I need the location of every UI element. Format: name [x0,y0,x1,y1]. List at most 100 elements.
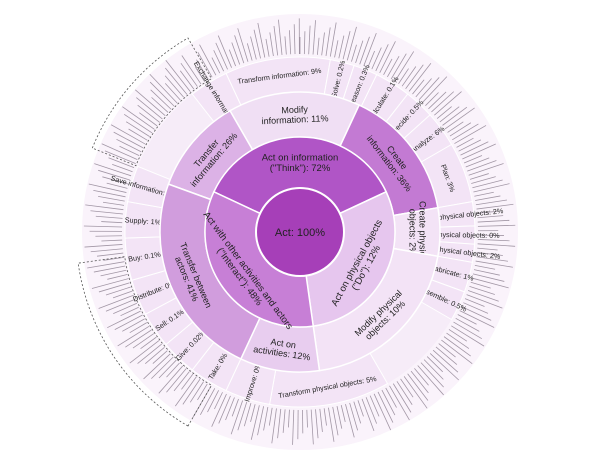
outer-leaf-tick [389,385,410,421]
outer-leaf-tick [454,125,487,144]
outer-leaf-tick [237,28,249,62]
outer-leaf-tick [96,252,124,257]
outer-leaf-tick [459,310,495,328]
outer-leaf-tick [164,83,181,101]
outer-leaf-tick [436,106,452,119]
outer-leaf-tick [473,269,500,276]
outer-leaf-tick [231,398,239,417]
outer-leaf-tick [463,155,483,164]
ring2-label: Modifyinformation: 11% [261,103,329,126]
outer-leaf-tick [128,128,148,141]
outer-leaf-tick [85,204,124,211]
outer-leaf-tick [140,336,157,350]
outer-leaf-tick [84,244,123,248]
outer-leaf-tick [469,286,495,295]
outer-leaf-tick [107,310,141,329]
outer-leaf-tick [464,298,485,307]
outer-leaf-tick [277,408,282,439]
outer-leaf-tick [422,76,448,103]
outer-leaf-tick [105,286,131,296]
outer-leaf-tick [457,314,477,325]
center-circle[interactable] [255,187,345,277]
outer-leaf-tick [403,376,428,409]
outer-leaf-tick [246,43,253,61]
outer-leaf-tick [292,409,295,445]
outer-leaf-tick [90,210,123,215]
outer-leaf-tick [166,362,180,378]
outer-leaf-tick [103,256,124,261]
outer-leaf-tick [367,50,375,68]
outer-leaf-tick [308,25,311,55]
outer-leaf-tick [87,261,125,269]
outer-leaf-tick [470,281,491,289]
outer-leaf-tick [129,340,160,364]
outer-leaf-tick [197,51,213,78]
outer-leaf-tick [104,150,136,164]
outer-leaf-tick [351,44,357,62]
outer-leaf-tick [465,157,490,168]
outer-leaf-tick [475,195,501,201]
outer-leaf-tick [475,260,513,268]
outer-leaf-tick [451,325,485,347]
outer-leaf-tick [180,62,198,87]
outer-leaf-tick [139,112,158,127]
outer-leaf-tick [405,64,424,89]
outer-leaf-tick [95,215,123,219]
outer-leaf-tick [136,97,163,120]
outer-leaf-tick [93,265,126,273]
outer-leaf-tick [293,24,296,55]
outer-leaf-tick [243,402,252,427]
outer-leaf-tick [101,239,123,242]
outer-leaf-tick [418,77,440,100]
outer-leaf-tick [443,336,471,357]
outer-leaf-tick [102,176,129,185]
outer-leaf-tick [166,368,187,393]
outer-leaf-tick [117,325,150,347]
outer-leaf-tick [438,343,456,358]
outer-leaf-tick [113,131,144,149]
outer-leaf-tick [101,221,123,224]
outer-leaf-tick [164,75,184,98]
outer-leaf-tick [477,243,516,247]
outer-leaf-tick [394,51,415,82]
outer-leaf-tick [371,47,382,70]
outer-leaf-tick [199,388,216,415]
outer-leaf-tick [474,264,496,270]
outer-leaf-tick [102,201,125,206]
outer-leaf-tick [119,145,140,157]
outer-leaf-tick [449,122,472,137]
outer-leaf-tick [414,368,429,386]
outer-leaf-tick [257,22,266,58]
outer-leaf-tick [287,409,290,428]
center-label: Act: 100% [275,227,325,239]
outer-leaf-tick [306,409,308,428]
outer-ring-background [82,14,518,450]
outer-leaf-tick [126,121,150,137]
outer-leaf-tick [332,406,339,436]
outer-leaf-tick [225,397,235,421]
outer-leaf-tick [417,365,444,396]
outer-leaf-tick [432,349,459,373]
outer-leaf-tick [182,378,201,405]
outer-leaf-tick [122,318,145,332]
outer-leaf-tick [310,409,314,445]
outer-leaf-tick [474,191,494,197]
outer-leaf-tick [476,256,509,262]
outer-leaf-tick [387,55,400,78]
outer-leaf-tick [106,182,128,189]
outer-leaf-tick [471,176,496,184]
outer-leaf-tick [455,317,480,332]
outer-leaf-tick [477,224,516,227]
outer-leaf-tick [420,362,444,388]
outer-leaf-tick [390,53,407,80]
outer-leaf-tick [257,406,264,436]
outer-leaf-tick [83,225,123,228]
outer-leaf-tick [129,322,147,334]
outer-leaf-tick [462,143,496,160]
outer-leaf-tick [123,113,153,134]
outer-leaf-tick [460,141,489,156]
outer-leaf-tick [329,22,337,57]
outer-leaf-tick [263,407,269,431]
outer-leaf-tick [359,36,370,65]
outer-leaf-tick [181,373,194,390]
